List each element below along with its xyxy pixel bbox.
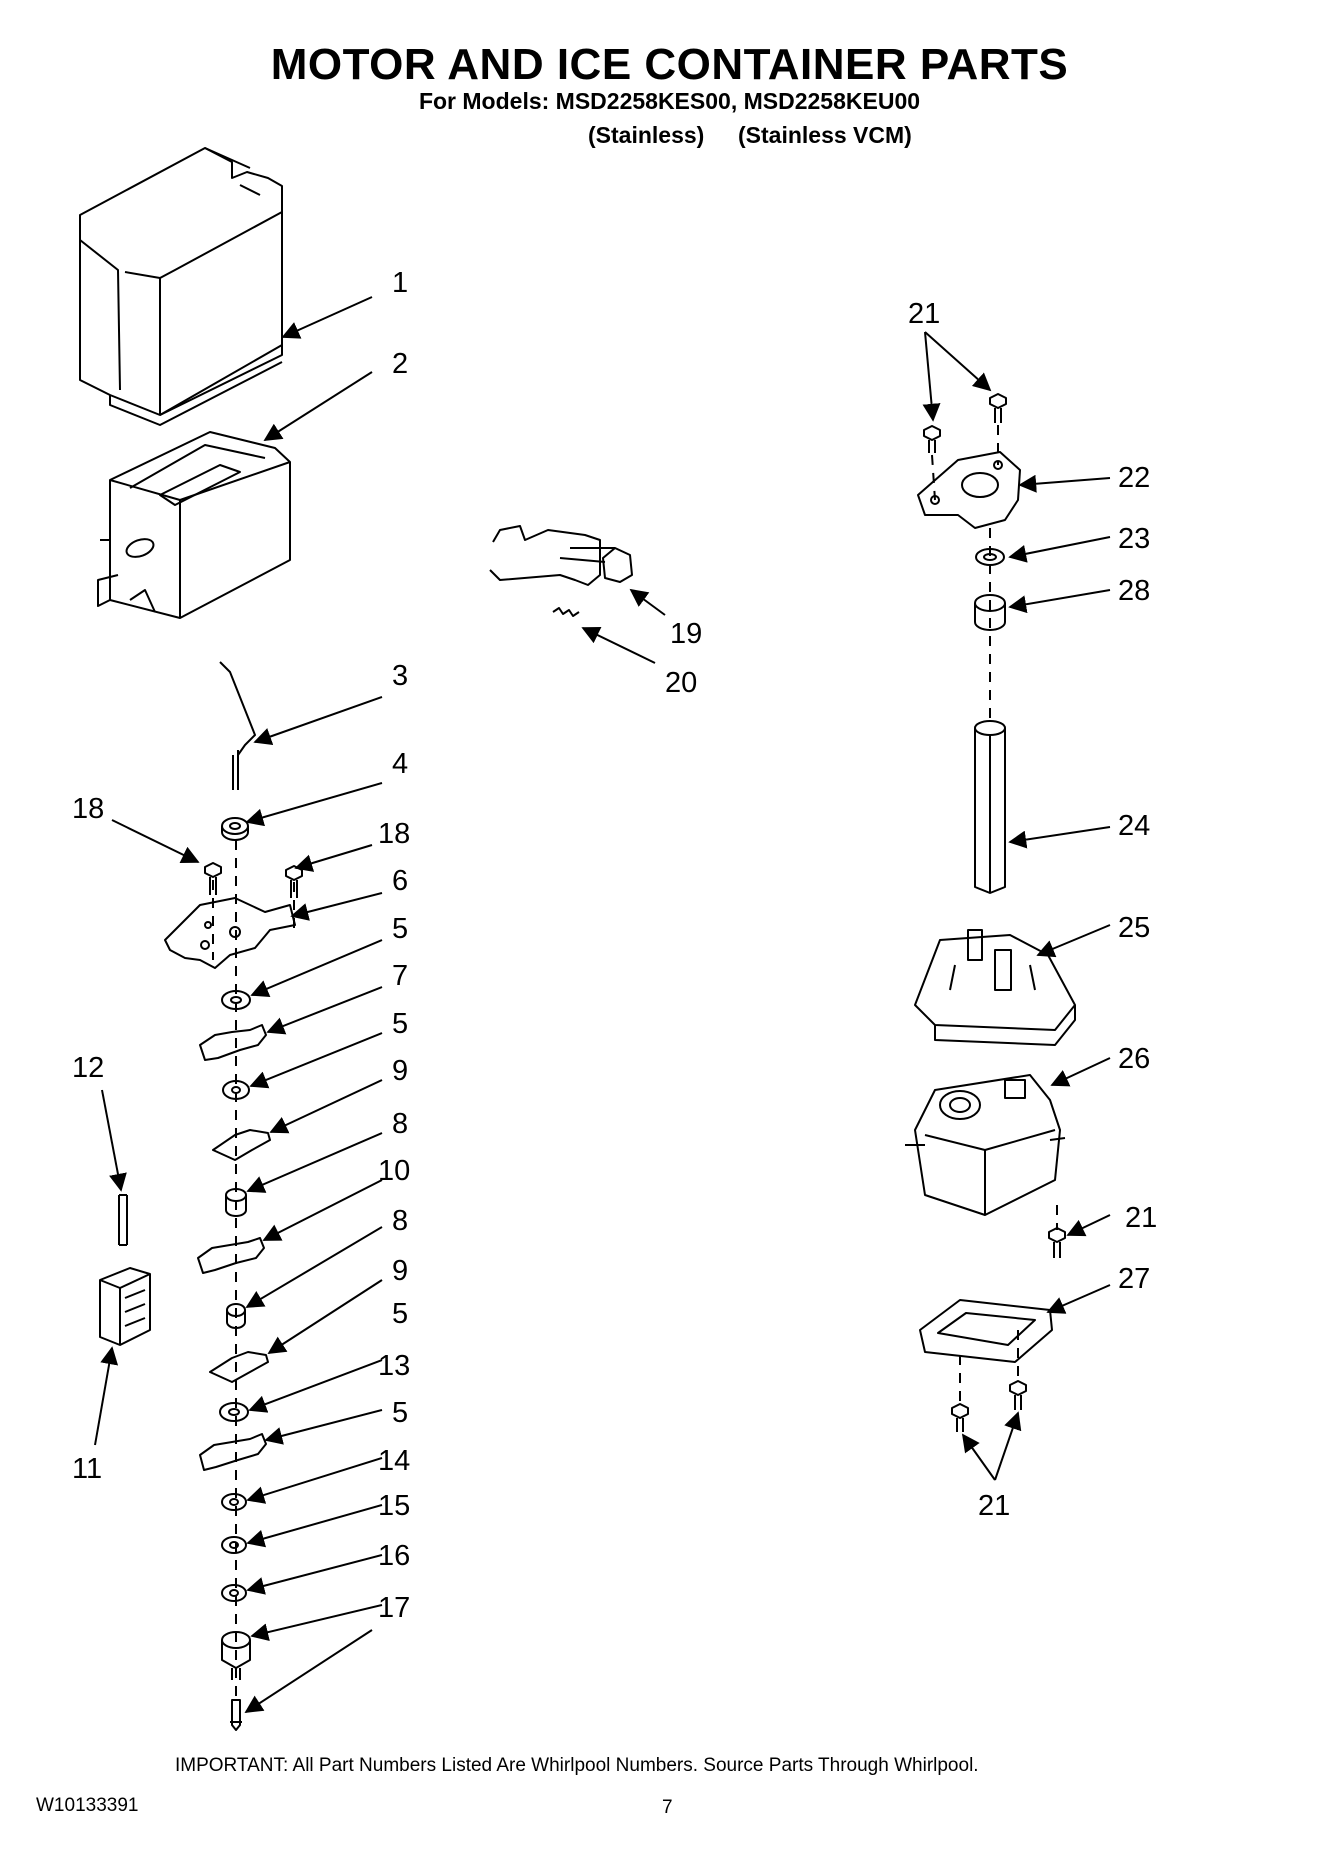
important-notice: IMPORTANT: All Part Numbers Listed Are W…: [175, 1755, 979, 1776]
callout-16: 16: [378, 1540, 410, 1572]
callout-26: 26: [1118, 1043, 1150, 1075]
model-list: For Models: MSD2258KES00, MSD2258KEU00: [418, 88, 921, 114]
callout-8-b: 8: [392, 1205, 408, 1237]
part-screw-21c: [1048, 1227, 1066, 1258]
callout-7: 7: [392, 960, 408, 992]
callout-15: 15: [378, 1490, 410, 1522]
callout-19: 19: [670, 618, 702, 650]
parts-drawings: [79, 147, 1076, 1731]
callout-12: 12: [72, 1052, 104, 1084]
callout-9-b: 9: [392, 1255, 408, 1287]
part-motor-26: [905, 1074, 1066, 1216]
page-title: MOTOR AND ICE CONTAINER PARTS: [270, 40, 1069, 89]
part-screw-21d: [951, 1403, 969, 1432]
part-spring-20: [552, 607, 580, 617]
callout-23: 23: [1118, 523, 1150, 555]
callout-18-left: 18: [72, 793, 104, 825]
part-motor-cover-25: [914, 929, 1076, 1046]
callout-13: 13: [378, 1350, 410, 1382]
callout-21-top: 21: [908, 298, 940, 330]
callout-20: 20: [665, 667, 697, 699]
callout-17: 17: [378, 1592, 410, 1624]
document-number: W10133391: [36, 1795, 139, 1816]
part-blade-8: [197, 1237, 265, 1274]
part-screw-18b: [285, 865, 303, 898]
part-blade-5: [209, 1351, 269, 1383]
callout-24: 24: [1118, 810, 1150, 842]
callout-9-a: 9: [392, 1055, 408, 1087]
callout-14: 14: [378, 1445, 410, 1477]
callout-5-b: 5: [392, 1008, 408, 1040]
part-blade-9: [212, 1129, 271, 1161]
part-ice-bin: [97, 431, 291, 619]
part-ice-container: [79, 147, 283, 426]
callout-18-right: 18: [378, 818, 410, 850]
part-screw-21b: [989, 393, 1007, 423]
callout-4: 4: [392, 748, 408, 780]
callout-3: 3: [392, 660, 408, 692]
callout-5-d: 5: [392, 1397, 408, 1429]
callout-27: 27: [1118, 1263, 1150, 1295]
part-blade-5b: [199, 1433, 267, 1471]
callout-6: 6: [392, 865, 408, 897]
callout-5-c: 5: [392, 1298, 408, 1330]
part-block-11: [99, 1267, 151, 1346]
callout-5-a: 5: [392, 913, 408, 945]
assembly-center-lines: [212, 425, 1058, 1700]
callout-22: 22: [1118, 462, 1150, 494]
callout-2: 2: [392, 348, 408, 380]
part-bracket: [164, 897, 296, 969]
part-blade-7: [199, 1024, 267, 1061]
callout-28: 28: [1118, 575, 1150, 607]
callout-8-a: 8: [392, 1108, 408, 1140]
part-screw-21a: [923, 425, 941, 453]
part-gasket-27: [919, 1299, 1053, 1363]
variant-stainless-vcm: (Stainless VCM): [738, 122, 912, 148]
callout-25: 25: [1118, 912, 1150, 944]
callout-1: 1: [392, 267, 408, 299]
part-screw-18a: [204, 862, 222, 895]
page-number: 7: [662, 1797, 673, 1818]
callout-11: 11: [72, 1453, 102, 1485]
callout-10: 10: [378, 1155, 410, 1187]
variant-stainless: (Stainless): [588, 122, 705, 148]
callout-21-mid: 21: [1125, 1202, 1157, 1234]
part-crank-rod: [219, 661, 256, 790]
leader-arrows: [94, 296, 1111, 1713]
callout-21-bottom: 21: [978, 1490, 1010, 1522]
callout-labels: 1 2 3 4 18 18 6 5 7 5 12 9 8 10 8 9 5 13…: [72, 267, 1157, 1624]
part-bracket-19: [489, 525, 633, 586]
part-screw-21e: [1009, 1380, 1027, 1410]
